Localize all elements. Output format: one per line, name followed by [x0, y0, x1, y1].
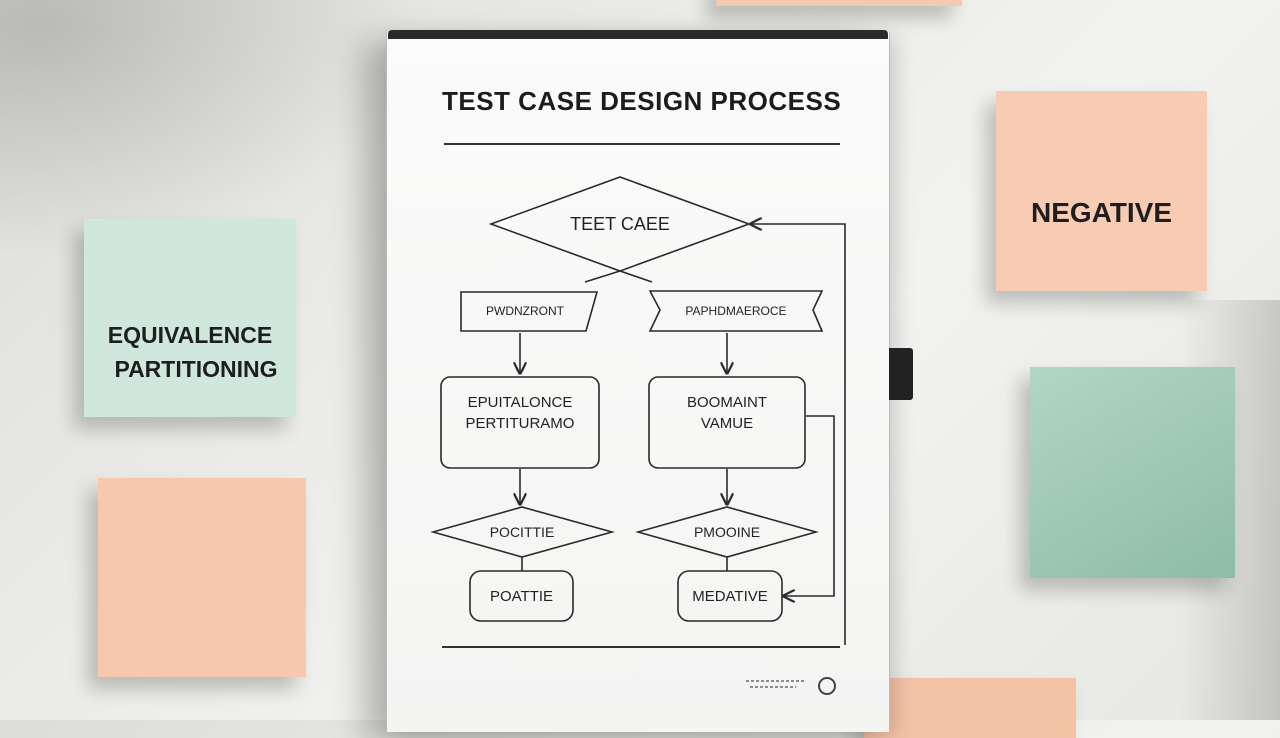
tag-left-label: PWDNZRONT: [486, 304, 564, 318]
paper-sheet: [386, 32, 890, 732]
tag-right-label: PAPHDMAEROCE: [685, 304, 787, 318]
sticky-note-peach-top: [716, 0, 962, 6]
decision-right-shape: [635, 506, 819, 558]
decision-right-label: PMOOINE: [693, 524, 761, 540]
tag-left-shape: [460, 291, 599, 332]
sticky-note-peach-left: [98, 478, 306, 677]
bottom-rule: [442, 646, 840, 648]
clipboard-clip: [889, 348, 913, 400]
result-left-shape: [469, 570, 574, 622]
sticky-note-equivalence: EQUIVALENCE PARTITIONING: [84, 219, 296, 417]
connector-top-split: [584, 270, 653, 283]
process-right-line-1: BOOMAINT: [686, 394, 767, 411]
sticky-note-text-line-2: PARTITIONING: [114, 356, 278, 382]
sticky-note-text-line-1: EQUIVALENCE: [107, 322, 273, 348]
decision-left-label: POCITTIE: [489, 524, 555, 540]
decision-top-label: TEET CAEE: [570, 214, 670, 234]
sticky-note-negative: NEGATIVE: [996, 91, 1207, 291]
process-left-shape: [440, 376, 600, 469]
process-right-shape: [648, 376, 806, 469]
sticky-note-negative-text: NEGATIVE: [1030, 197, 1173, 228]
process-right-line-2: VAMUE: [700, 415, 754, 432]
decision-top-shape: [488, 176, 752, 272]
result-right-label: MEDATIVE: [692, 588, 768, 605]
feedback-loop-top: [751, 224, 846, 645]
process-left-line-2: PERTITURAMO: [465, 415, 575, 432]
decision-left-shape: [430, 506, 615, 558]
flowchart-diagram: [430, 176, 846, 645]
process-left-line-1: EPUITALONCE: [467, 394, 573, 411]
window-shadow: [0, 0, 420, 260]
footer-logo-icon: [818, 677, 836, 695]
title-underline: [444, 143, 840, 145]
footer-scribble: [746, 680, 804, 688]
clipboard-binder: [388, 30, 888, 39]
result-left-label: POATTIE: [489, 588, 554, 605]
sticky-note-teal: [1030, 367, 1235, 578]
result-right-shape: [677, 570, 783, 622]
sheet-title: TEST CASE DESIGN PROCESS: [442, 86, 842, 116]
tag-right-shape: [648, 290, 824, 332]
feedback-loop-bottom: [784, 415, 835, 596]
